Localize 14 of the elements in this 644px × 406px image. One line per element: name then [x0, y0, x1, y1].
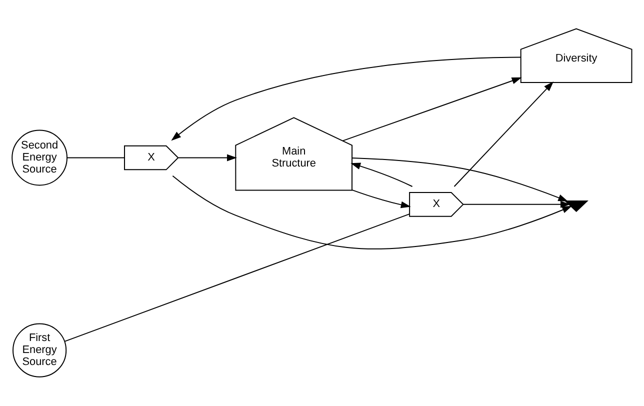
arrow [171, 56, 522, 141]
node-circle: First Energy Source [12, 323, 67, 378]
arrow [352, 189, 411, 208]
arrow [172, 175, 572, 250]
arrow [342, 77, 522, 142]
connector [66, 157, 125, 158]
arrow [178, 154, 237, 162]
arrow [350, 162, 413, 187]
arrow [352, 158, 568, 202]
arrow [454, 81, 554, 188]
node-circle: Second Energy Source [12, 130, 68, 186]
node-ground [564, 200, 588, 212]
connector [64, 214, 410, 342]
arrow [462, 200, 570, 208]
